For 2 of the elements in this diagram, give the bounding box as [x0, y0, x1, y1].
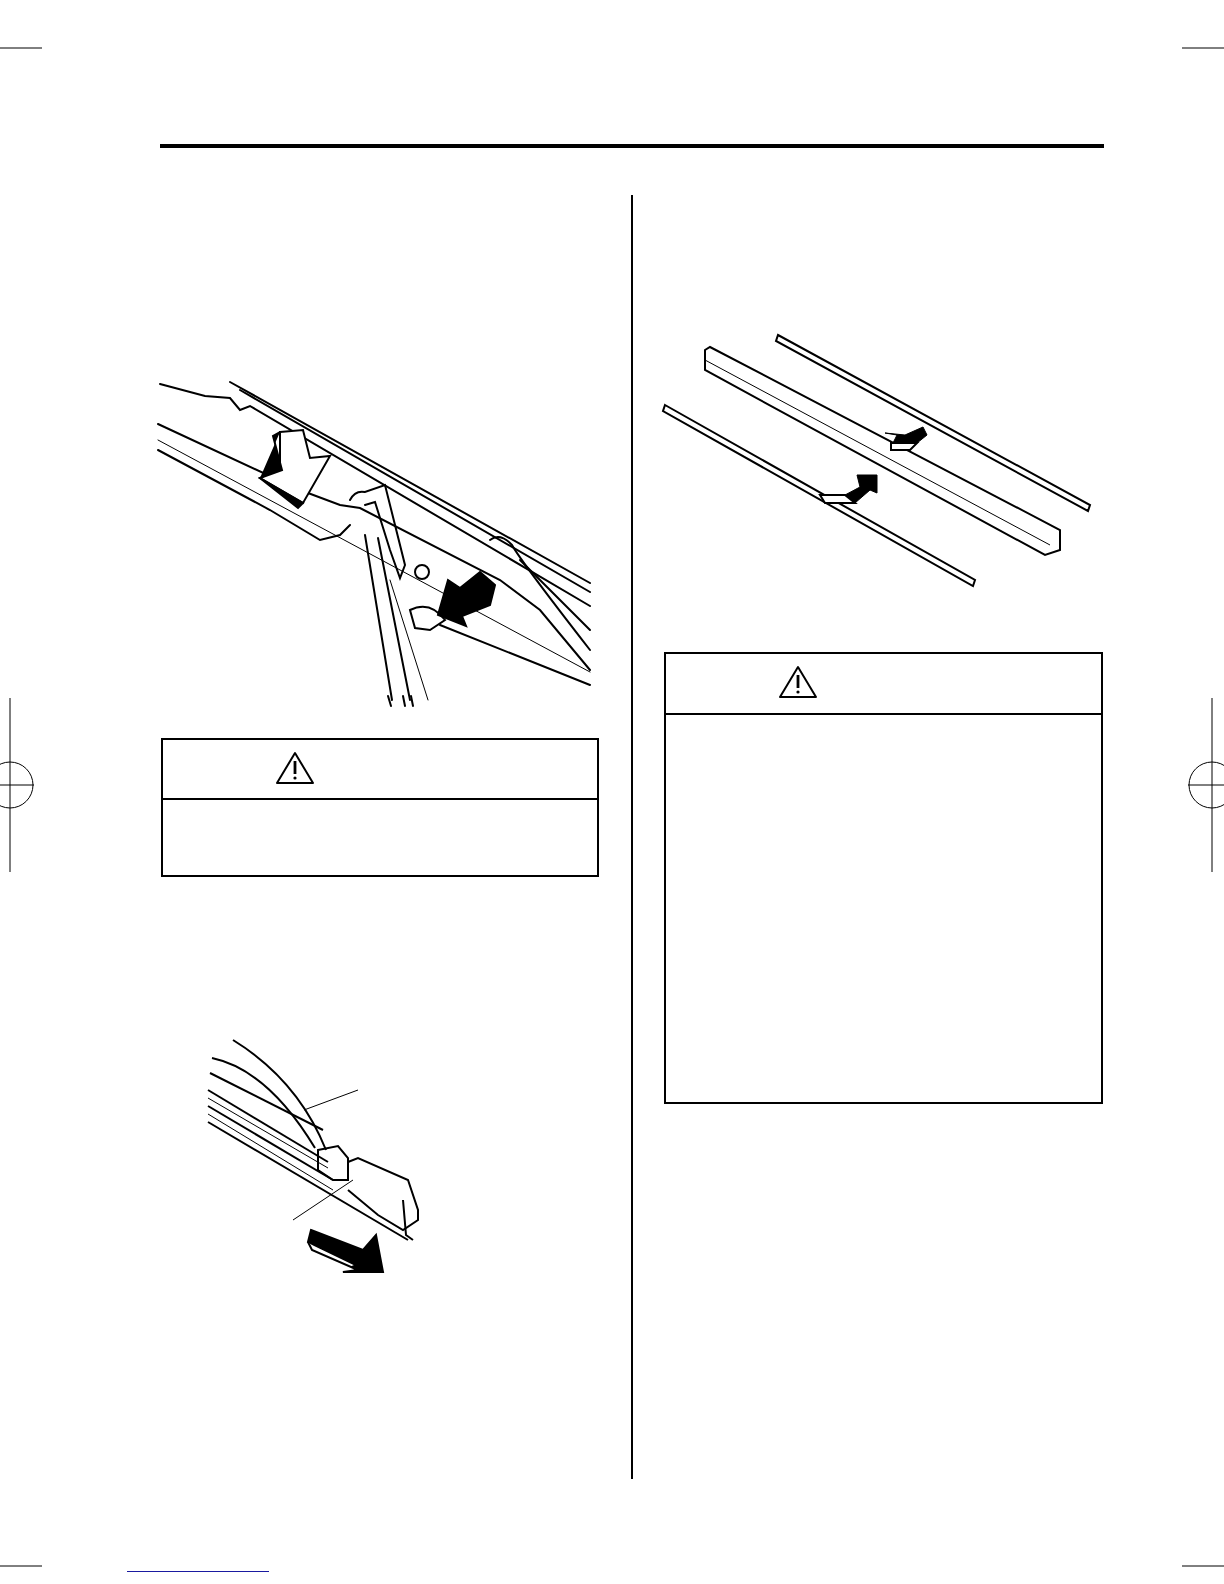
warning-panel	[664, 652, 1103, 1104]
warning-panel	[161, 738, 599, 877]
